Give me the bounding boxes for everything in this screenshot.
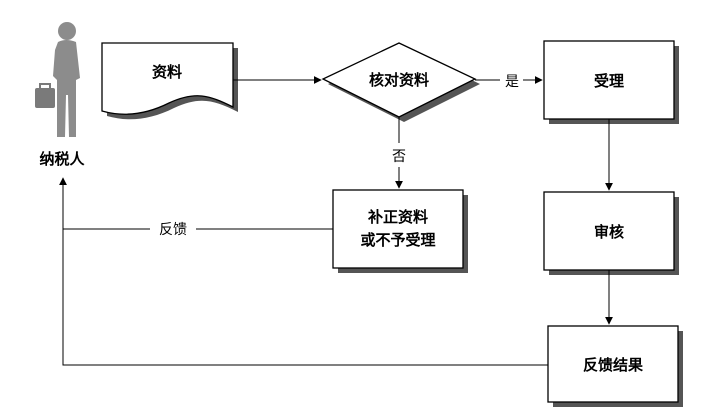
briefcase-icon [35,88,55,108]
accept-label: 受理 [594,72,624,90]
feedback-result-node [547,325,679,403]
documents-label: 资料 [152,63,182,81]
verify-label: 核对资料 [369,71,429,89]
feedback-result-label: 反馈结果 [583,356,644,374]
edge-result-to-taxpayer [59,177,548,366]
supplement-label-line2: 或不予受理 [360,231,435,249]
person-icon [35,22,80,137]
feedback-label: 反馈 [159,222,187,238]
review-label: 审核 [594,223,624,241]
yes-label: 是 [505,74,519,90]
documents-node [101,42,234,115]
supplement-label-line1: 补正资料 [367,208,428,226]
no-label: 否 [392,149,406,165]
taxpayer-label: 纳税人 [39,150,85,168]
supplement-node [332,189,464,269]
